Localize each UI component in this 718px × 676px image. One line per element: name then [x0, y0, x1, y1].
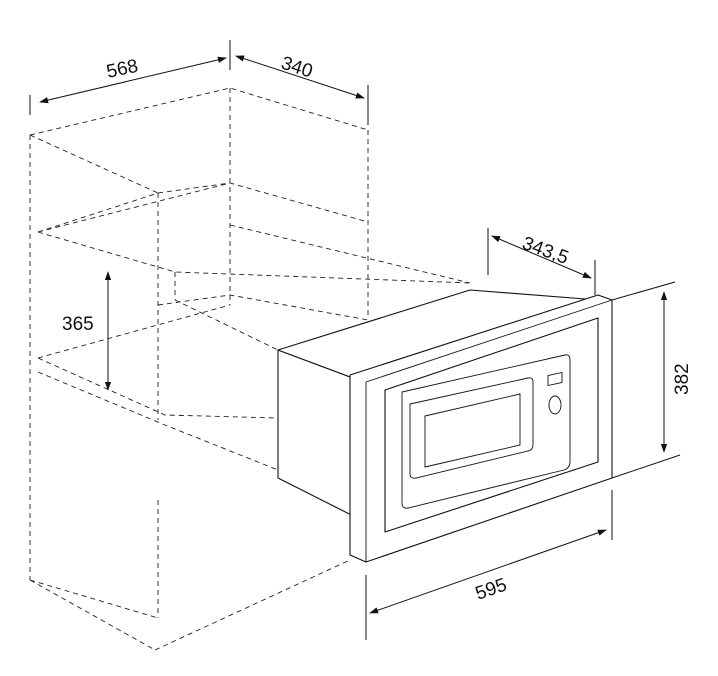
dim-label-unit-height: 382	[672, 363, 693, 395]
oven-window-inner	[424, 393, 521, 468]
oven-front-face	[384, 317, 599, 533]
oven-door	[401, 354, 571, 509]
dim-label-niche-height: 365	[62, 314, 94, 335]
oven-window	[409, 377, 534, 479]
dim-line-unit-width	[369, 529, 607, 614]
dim-line-unit-depth	[491, 235, 592, 279]
dim-line-cabinet-width	[39, 56, 227, 104]
dim-label-cabinet-width: 568	[105, 56, 140, 83]
dim-label-unit-depth: 343,5	[519, 233, 571, 269]
control-knob	[548, 395, 562, 415]
dim-label-unit-width: 595	[473, 575, 510, 605]
dim-line-cabinet-depth	[235, 55, 365, 99]
control-display	[547, 371, 563, 387]
microwave-oven	[277, 289, 613, 563]
dim-label-cabinet-depth: 340	[278, 53, 315, 83]
cabinet-outline	[29, 87, 471, 651]
